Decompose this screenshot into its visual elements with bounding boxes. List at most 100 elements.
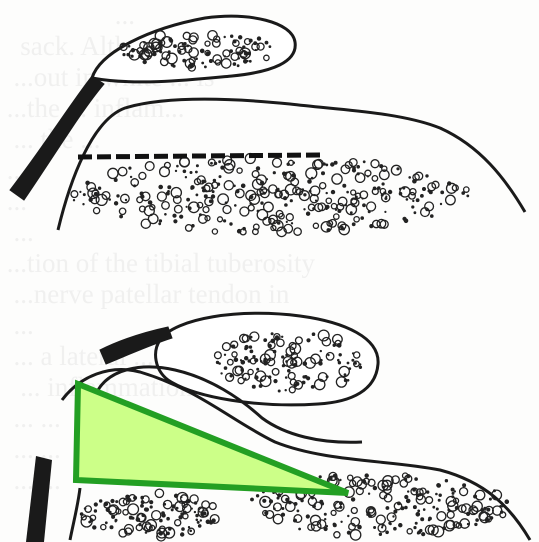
texture-dot	[412, 200, 414, 202]
texture-dot	[123, 53, 126, 56]
texture-dot	[359, 364, 361, 366]
texture-dot	[382, 183, 385, 186]
texture-dot	[243, 227, 246, 230]
texture-dot	[213, 179, 216, 182]
texture-dot	[254, 42, 257, 45]
texture-dot	[439, 494, 442, 497]
texture-dot	[273, 514, 282, 523]
texture-dot	[140, 504, 143, 507]
texture-dot	[172, 505, 176, 509]
texture-dot	[212, 229, 217, 234]
texture-dot	[357, 165, 360, 168]
texture-dot	[168, 527, 171, 530]
texture-dot	[351, 508, 357, 514]
texture-dot	[234, 204, 236, 206]
texture-dot	[312, 333, 315, 336]
texture-dot	[221, 373, 223, 375]
texture-dot	[202, 62, 204, 64]
texture-dot	[362, 480, 366, 484]
texture-dot	[131, 517, 134, 520]
texture-dot	[162, 202, 170, 210]
texture-dot	[209, 503, 216, 510]
texture-dot	[219, 175, 221, 177]
texture-dot	[355, 196, 357, 198]
texture-dot	[200, 49, 204, 53]
texture-dot	[148, 201, 152, 205]
texture-dot	[372, 176, 378, 182]
texture-dot	[155, 489, 163, 497]
texture-dot	[73, 199, 75, 201]
texture-dot	[333, 524, 336, 527]
texture-dot	[409, 176, 411, 178]
texture-dot	[94, 503, 98, 507]
texture-dot	[383, 486, 385, 488]
texture-dot	[360, 191, 368, 199]
texture-dot	[257, 368, 259, 370]
texture-dot	[435, 493, 437, 495]
texture-dot	[125, 199, 127, 201]
texture-dot	[484, 507, 487, 510]
texture-dot	[407, 529, 412, 534]
texture-dot	[232, 345, 235, 348]
texture-dot	[386, 531, 389, 534]
texture-dot	[203, 512, 207, 516]
texture-dot	[249, 346, 252, 349]
texture-dot	[86, 181, 90, 185]
texture-dot	[352, 169, 356, 173]
texture-dot	[209, 200, 212, 203]
texture-dot	[433, 506, 435, 508]
texture-dot	[313, 223, 318, 228]
texture-dot	[167, 517, 170, 520]
texture-dot	[464, 187, 469, 192]
bottom-body-left-edge	[70, 488, 80, 540]
texture-dot	[277, 497, 279, 499]
texture-dot	[230, 35, 233, 38]
texture-dot	[98, 187, 101, 190]
texture-dot	[347, 191, 349, 193]
texture-dot	[237, 65, 239, 67]
texture-dot	[120, 215, 123, 218]
texture-dot	[175, 170, 177, 172]
texture-dot	[219, 161, 221, 163]
texture-dot	[240, 207, 249, 216]
texture-dot	[386, 196, 388, 198]
texture-dot	[83, 193, 85, 195]
texture-dot	[173, 45, 176, 48]
texture-dot	[445, 479, 448, 482]
texture-dot	[393, 516, 395, 518]
texture-dot	[421, 532, 425, 536]
texture-dot	[196, 519, 198, 521]
texture-dot	[414, 212, 416, 214]
texture-dot	[320, 359, 322, 361]
texture-dot	[89, 521, 91, 523]
texture-dot	[326, 208, 328, 210]
texture-dot	[269, 46, 271, 48]
texture-dot	[352, 353, 354, 355]
texture-dot	[243, 59, 247, 63]
texture-dot	[182, 528, 185, 531]
texture-dot	[315, 200, 317, 202]
texture-dot	[224, 367, 227, 370]
texture-dot	[241, 184, 245, 188]
texture-dot	[294, 515, 302, 523]
texture-dot	[275, 336, 278, 339]
texture-dot	[401, 507, 404, 510]
texture-dot	[381, 194, 383, 196]
texture-dot	[234, 358, 238, 362]
texture-dot	[334, 214, 339, 219]
texture-dot	[105, 522, 107, 524]
texture-dot	[324, 527, 328, 531]
texture-dot	[405, 478, 407, 480]
texture-dot	[391, 165, 401, 175]
texture-dot	[373, 486, 377, 490]
texture-dot	[129, 167, 132, 170]
texture-dot	[416, 512, 420, 516]
texture-dot	[377, 187, 380, 190]
texture-dot	[274, 503, 282, 511]
texture-dot	[190, 530, 192, 532]
texture-dot	[370, 224, 374, 228]
texture-dot	[182, 45, 184, 47]
texture-dot	[105, 502, 107, 504]
texture-dot	[323, 163, 326, 166]
texture-dot	[297, 510, 299, 512]
